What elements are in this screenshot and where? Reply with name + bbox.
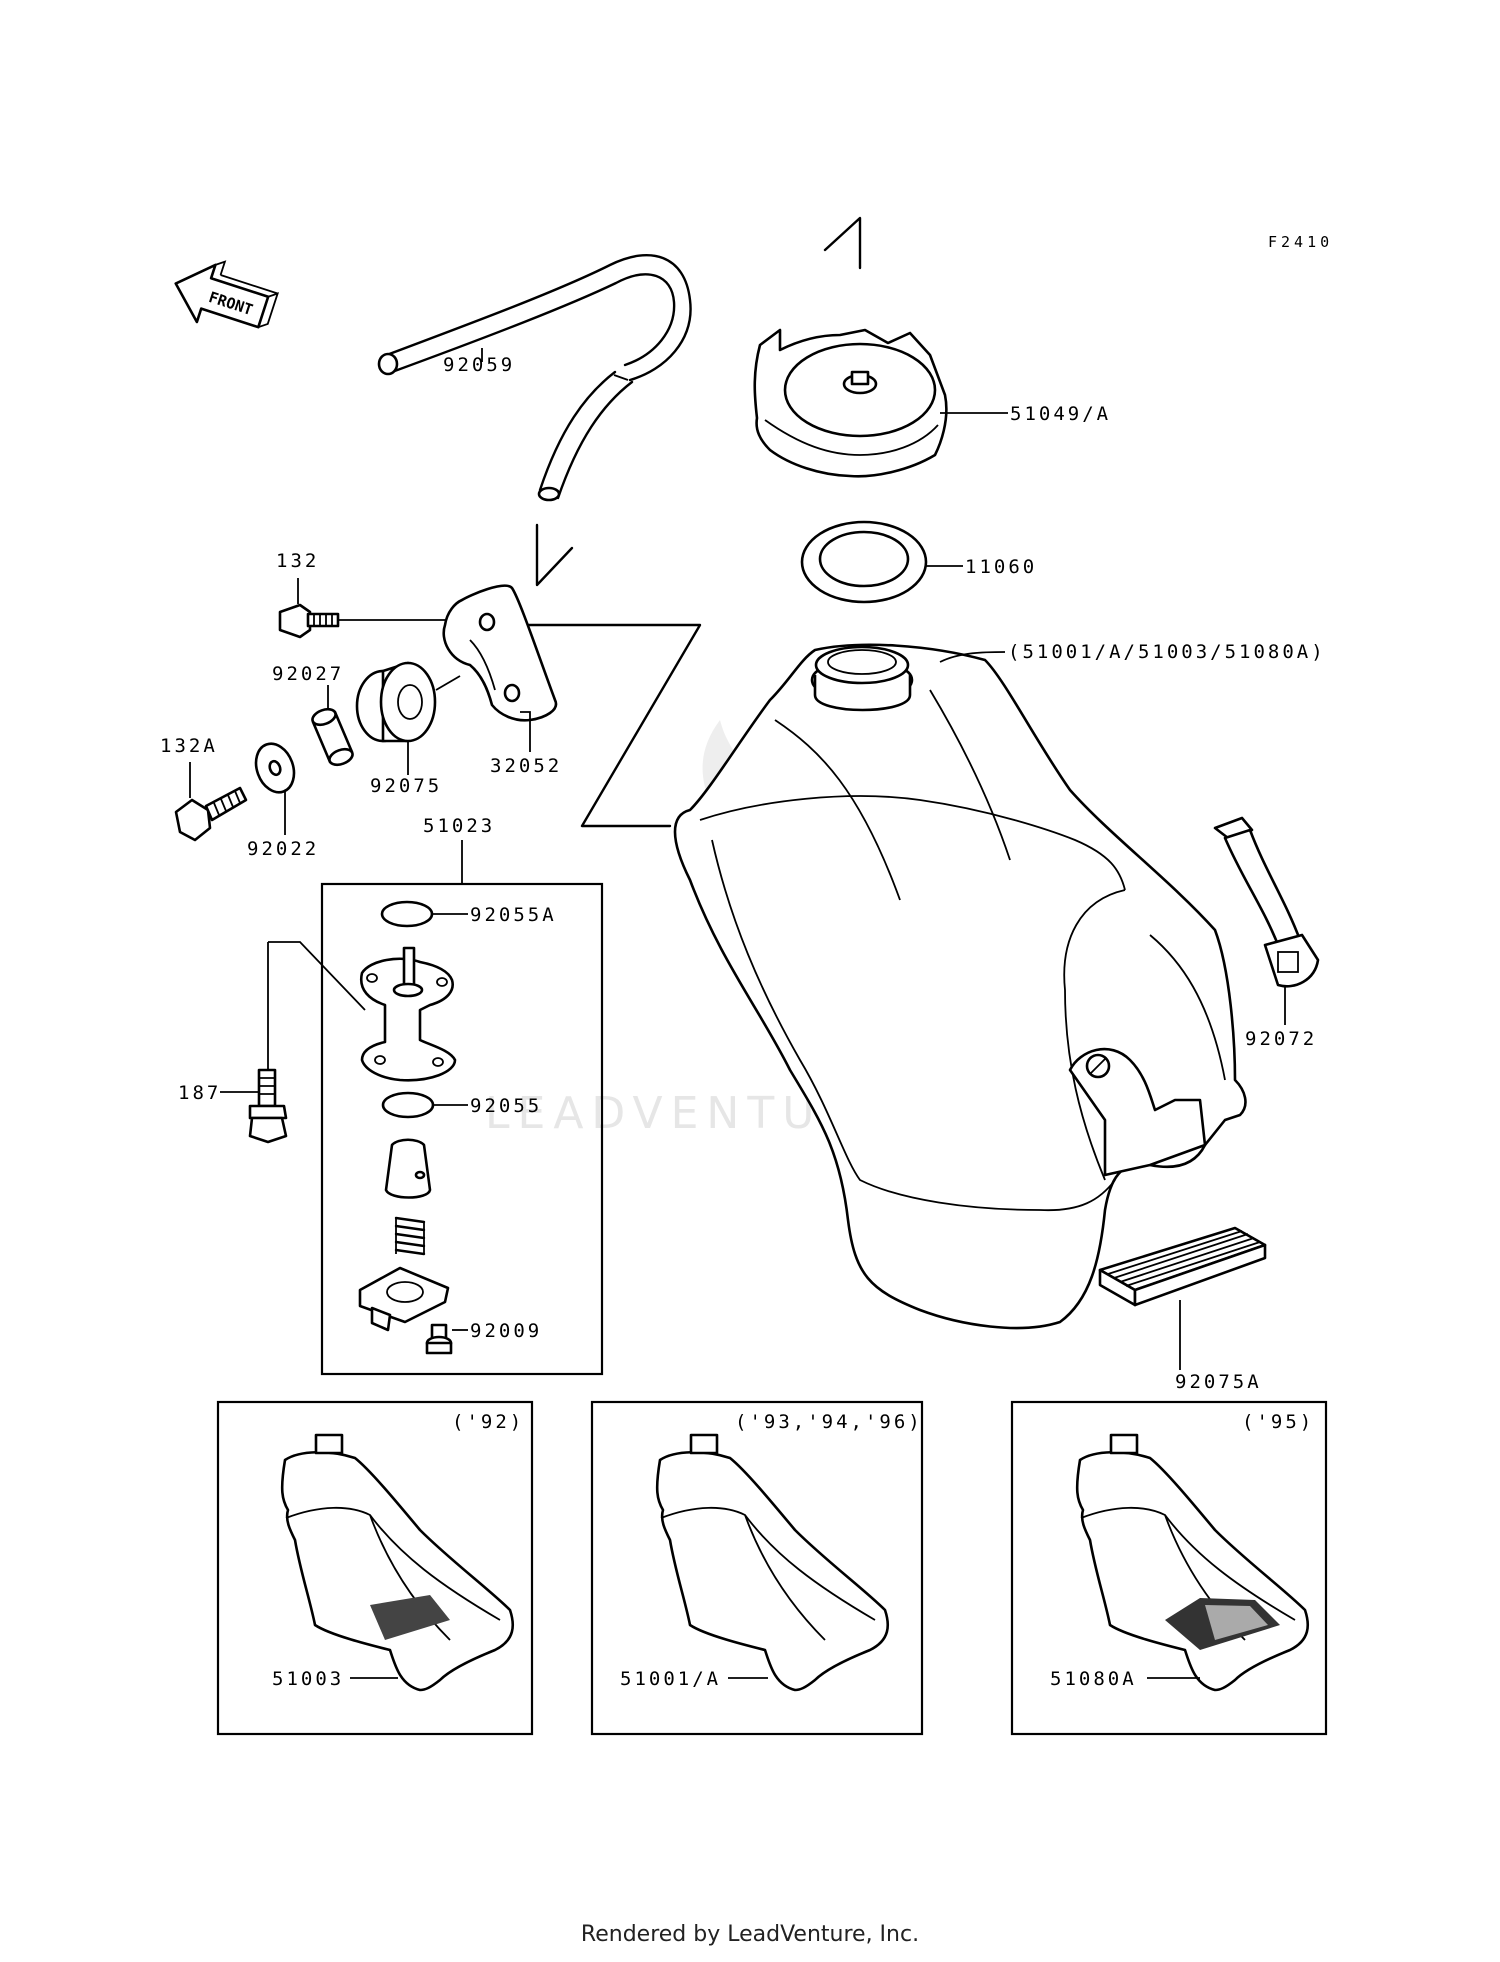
label-92075a: 92075A: [1175, 1371, 1262, 1393]
bolt-187: [248, 1068, 288, 1144]
variant-93-years: ('93,'94,'96): [735, 1411, 923, 1433]
o-ring-92055a: [380, 900, 434, 928]
fuel-cock-valve: [384, 1138, 432, 1199]
label-92072: 92072: [1245, 1028, 1317, 1050]
spring: [394, 1216, 426, 1256]
variant-box-93-94-96: ('93,'94,'96) 51001/A: [590, 1400, 924, 1736]
label-51001set: (51001/A/51003/51080A): [1008, 641, 1326, 663]
variant-92-tank: [280, 1433, 515, 1692]
label-32052: 32052: [490, 755, 562, 777]
variant-93-tank: [655, 1433, 890, 1692]
bracket-mount-leader: [493, 623, 702, 828]
cap-gasket: [800, 520, 928, 604]
bolt-132: [278, 603, 340, 639]
fuel-hose: [377, 253, 692, 502]
leader-187: [267, 941, 366, 1096]
label-92055: 92055: [470, 1095, 542, 1117]
label-51049: 51049/A: [1010, 403, 1111, 425]
o-ring-92055: [381, 1091, 435, 1119]
fuel-tank: [673, 643, 1247, 1330]
pad-92075a: [1098, 1226, 1267, 1307]
label-92055a: 92055A: [470, 904, 557, 926]
label-92027: 92027: [272, 663, 344, 685]
label-92075: 92075: [370, 775, 442, 797]
leader-32052: [520, 711, 531, 752]
label-92059: 92059: [443, 354, 515, 376]
footer-credit: Rendered by LeadVenture, Inc.: [580, 1922, 920, 1947]
fuel-cock-body: [359, 946, 457, 1082]
variant-95-years: ('95): [1242, 1411, 1314, 1433]
fuel-cap: [753, 328, 948, 478]
screw-92009: [425, 1323, 453, 1355]
label-11060: 11060: [965, 556, 1037, 578]
variant-93-part: 51001/A: [620, 1668, 721, 1690]
label-92022: 92022: [247, 838, 319, 860]
label-187: 187: [178, 1082, 221, 1104]
tank-cap-arrow-mark: [823, 216, 862, 270]
label-132: 132: [276, 550, 319, 572]
label-51023: 51023: [423, 815, 495, 837]
front-arrow-icon: FRONT: [174, 260, 280, 329]
grommet-92075: [355, 661, 461, 743]
collar-92027: [311, 707, 354, 767]
fuel-cock-group-box: [320, 882, 604, 1376]
bolt-132a: [174, 786, 248, 842]
variant-95-part: 51080A: [1050, 1668, 1137, 1690]
fuel-cock-lever: [358, 1266, 450, 1332]
variant-box-95: ('95) 51080A: [1010, 1400, 1328, 1736]
label-132a: 132A: [160, 735, 218, 757]
variant-92-years: ('92): [452, 1411, 524, 1433]
leader-51001set: [939, 651, 1006, 663]
label-92009: 92009: [470, 1320, 542, 1342]
figure-code: F2410: [1268, 233, 1333, 251]
variant-box-92: ('92) 51003: [216, 1400, 534, 1736]
bracket-32052: [442, 584, 558, 722]
variant-92-part: 51003: [272, 1668, 344, 1690]
strap-92072: [1213, 816, 1320, 988]
hose-arrow-mark: [535, 523, 574, 587]
variant-95-tank: [1075, 1433, 1310, 1692]
washer-92022: [254, 742, 296, 794]
